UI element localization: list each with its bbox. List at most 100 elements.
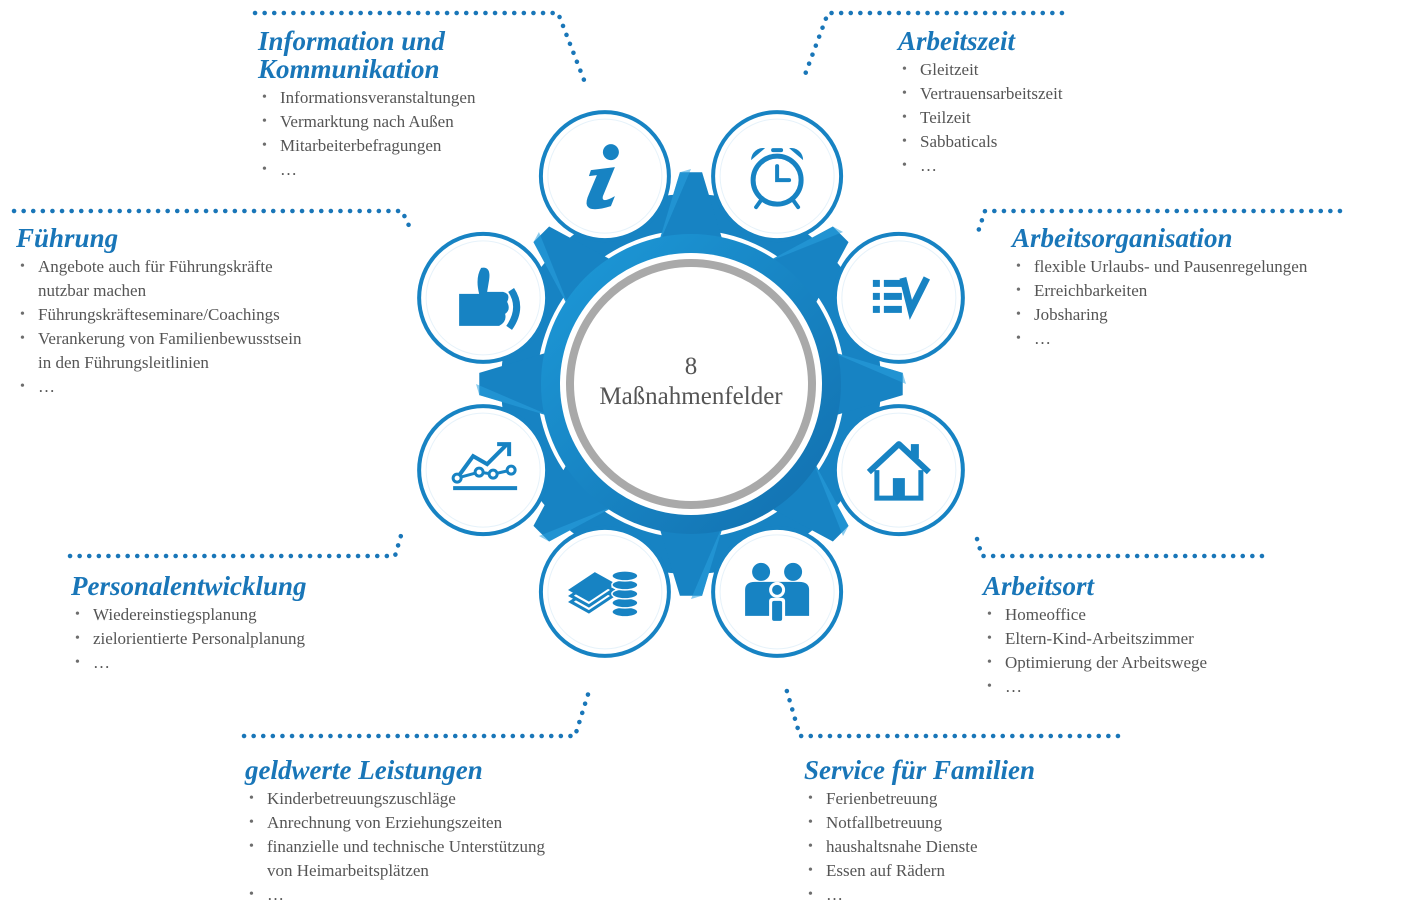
hub-spike-shade [811, 456, 849, 537]
field-list: Kinderbetreuungszuschläge Anrechnung von… [245, 787, 545, 907]
hub-spike [763, 226, 849, 312]
list-item: Essen auf Rädern [808, 859, 1035, 883]
list-item: … [249, 883, 545, 907]
hub-wedges [476, 169, 906, 599]
field-list: Ferienbetreuung Notfallbetreuung haushal… [804, 787, 1035, 907]
field-list: flexible Urlaubs- und Pausenregelungen E… [1012, 255, 1307, 351]
list-item: Eltern-Kind-Arbeitszimmer [987, 627, 1207, 651]
field-info: Information und Kommunikation Informatio… [258, 27, 558, 182]
field-list: Wiedereinstiegsplanung zielorientierte P… [71, 603, 307, 675]
list-item: … [808, 883, 1035, 907]
list-item: flexible Urlaubs- und Pausenregelungen [1016, 255, 1307, 279]
hub-spike [533, 456, 619, 542]
family-icon [745, 562, 810, 621]
list-item: Teilzeit [902, 106, 1063, 130]
list-item: … [20, 375, 301, 399]
list-item: zielorientierte Personalplanung [75, 627, 307, 651]
list-item: Notfallbetreuung [808, 811, 1035, 835]
list-item: Mitarbeiterbefragungen [262, 134, 558, 158]
list-item: Homeoffice [987, 603, 1207, 627]
hub-spike-shade [691, 519, 725, 599]
list-item: Vermarktung nach Außen [262, 110, 558, 134]
list-item: haushaltsnahe Dienste [808, 835, 1035, 859]
hub-spike [826, 350, 903, 418]
field-zeit: Arbeitszeit Gleitzeit Vertrauensarbeitsz… [898, 27, 1063, 178]
hub-number: 8 [684, 353, 698, 380]
field-title: Arbeitszeit [898, 26, 1016, 56]
hub-spike [479, 350, 556, 418]
info-icon [586, 144, 619, 210]
list-item: Jobsharing [1016, 303, 1307, 327]
house-badge [832, 404, 965, 537]
house-icon [866, 441, 931, 501]
hub-title: Maßnahmenfelder [599, 383, 783, 410]
hub-spike-shade [533, 231, 571, 312]
field-fuehrung: Führung Angebote auch für Führungskräfte… [16, 224, 301, 399]
hub-spike-shade [476, 384, 556, 418]
family-badge [711, 525, 844, 658]
field-list: Gleitzeit Vertrauensarbeitszeit Teilzeit… [898, 58, 1063, 178]
field-list: Homeoffice Eltern-Kind-Arbeitszimmer Opt… [983, 603, 1207, 699]
list-item: in den Führungsleitlinien [38, 353, 209, 372]
hub-gray-ring [566, 259, 816, 509]
hub-label: 8 Maßnahmenfelder [571, 352, 811, 412]
field-title: Personalentwicklung [71, 571, 307, 601]
thumbs-up-icon [459, 267, 521, 330]
list-item: finanzielle und technische Unterstützung [249, 835, 545, 859]
growth-chart-badge [417, 404, 550, 537]
field-title: geldwerte Leistungen [245, 755, 483, 785]
list-item: Informationsveranstaltungen [262, 86, 558, 110]
list-item: … [1016, 327, 1307, 351]
hub-spike [657, 172, 725, 249]
alarm-clock-badge [711, 110, 844, 243]
hub-spike [657, 519, 725, 596]
field-list: Angebote auch für Führungskräfte nutzbar… [16, 255, 301, 399]
list-item: Gleitzeit [902, 58, 1063, 82]
field-pe: Personalentwicklung Wiedereinstiegsplanu… [71, 572, 307, 675]
list-item: Angebote auch für Führungskräfte [20, 255, 301, 279]
list-item: … [902, 154, 1063, 178]
field-title: Service für Familien [804, 755, 1035, 785]
field-title: Arbeitsort [983, 571, 1095, 601]
field-title: Arbeitsorganisation [1012, 223, 1233, 253]
field-list: Informationsveranstaltungen Vermarktung … [258, 86, 558, 182]
list-item: nutzbar machen [38, 281, 147, 300]
list-item: … [987, 675, 1207, 699]
field-service: Service für Familien Ferienbetreuung Not… [804, 756, 1035, 907]
hub-spike-shade [538, 504, 619, 542]
hub-white-disc [560, 253, 822, 515]
hub-spike [763, 456, 849, 542]
growth-chart-icon [451, 442, 518, 491]
field-ort: Arbeitsort Homeoffice Eltern-Kind-Arbeit… [983, 572, 1207, 699]
field-title: Führung [16, 223, 119, 253]
list-item: von Heimarbeitsplätzen [267, 861, 429, 880]
list-item: Erreichbarkeiten [1016, 279, 1307, 303]
hub-spike-shade [657, 169, 691, 249]
money-icon [568, 570, 639, 618]
field-org: Arbeitsorganisation flexible Urlaubs- un… [1012, 224, 1307, 351]
list-item: Ferienbetreuung [808, 787, 1035, 811]
list-item: Verankerung von Familienbewusstsein [20, 327, 301, 351]
thumbs-up-badge [417, 231, 550, 364]
list-item: Vertrauensarbeitszeit [902, 82, 1062, 106]
hub-spike-shade [763, 226, 844, 264]
list-item: Wiedereinstiegsplanung [75, 603, 307, 627]
checklist-icon [872, 276, 931, 320]
info-badge [538, 110, 671, 243]
list-item: Optimierung der Arbeitswege [987, 651, 1207, 675]
list-item: Kinderbetreuungszuschläge [249, 787, 545, 811]
list-item: Führungskräfteseminare/Coachings [20, 303, 301, 327]
list-item: Anrechnung von Erziehungszeiten [249, 811, 545, 835]
list-item: … [262, 158, 558, 182]
field-title: Information und Kommunikation [258, 26, 445, 84]
checklist-badge [832, 231, 965, 364]
list-item: … [75, 651, 307, 675]
field-geld: geldwerte Leistungen Kinderbetreuungszus… [245, 756, 545, 907]
money-badge [538, 525, 671, 658]
alarm-clock-icon [750, 147, 804, 210]
hub-spike-shade [826, 350, 906, 384]
list-item: Sabbaticals [902, 130, 1063, 154]
